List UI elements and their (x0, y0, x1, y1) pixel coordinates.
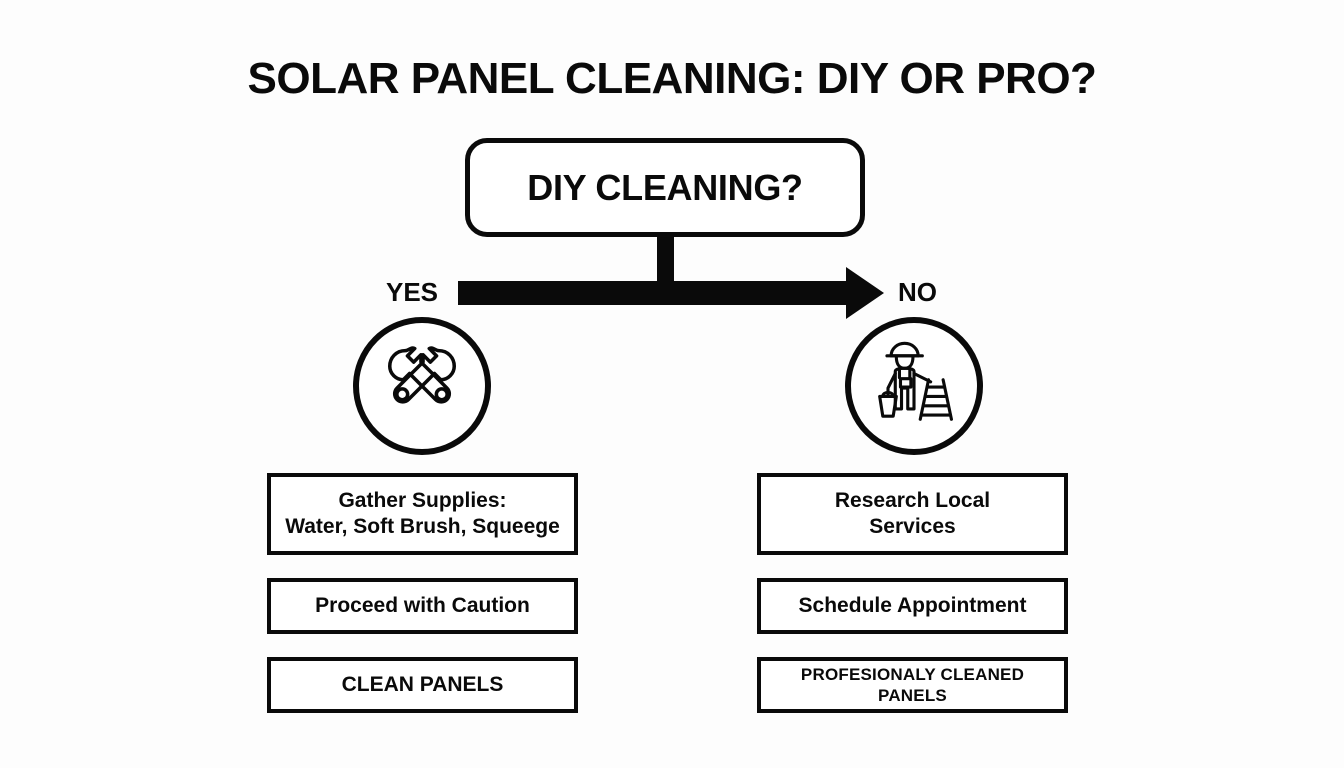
left-step-3-text: CLEAN PANELS (341, 672, 504, 696)
decision-node-label: DIY CLEANING? (527, 166, 803, 208)
left-step-box-2[interactable]: Proceed with Caution (267, 578, 578, 634)
left-step-2-text: Proceed with Caution (315, 593, 530, 617)
crossed-wrenches-glyph (387, 346, 457, 404)
worker-with-ladder-glyph (878, 341, 953, 421)
crossed-wrenches-icon (353, 317, 491, 455)
left-step-1-line2: Water, Soft Brush, Squeege (285, 515, 560, 538)
right-step-box-3[interactable]: PROFESIONALY CLEANED PANELS (757, 657, 1068, 713)
connector-stem (657, 237, 674, 285)
branch-label-no: NO (898, 277, 937, 307)
left-step-1-text: Gather Supplies: Water, Soft Brush, Sque… (285, 488, 560, 541)
left-step-box-3[interactable]: CLEAN PANELS (267, 657, 578, 713)
right-step-1-line2: Services (869, 515, 956, 538)
connector-arrowhead-icon (846, 267, 884, 319)
right-step-2-text: Schedule Appointment (798, 593, 1027, 617)
connector-horizontal-bar (458, 281, 858, 305)
page-title: SOLAR PANEL CLEANING: DIY OR PRO? (247, 54, 1097, 103)
right-step-1-text: Research Local Services (835, 488, 990, 541)
right-step-box-1[interactable]: Research Local Services (757, 473, 1068, 555)
right-step-box-2[interactable]: Schedule Appointment (757, 578, 1068, 634)
right-step-3-text: PROFESIONALY CLEANED PANELS (800, 664, 1025, 705)
decision-node-diy-cleaning[interactable]: DIY CLEANING? (465, 138, 865, 237)
right-step-1-line1: Research Local (834, 488, 991, 512)
left-step-1-line1: Gather Supplies: (338, 488, 507, 512)
worker-with-ladder-icon (845, 317, 983, 455)
branch-label-yes: YES (386, 277, 439, 307)
left-step-box-1[interactable]: Gather Supplies: Water, Soft Brush, Sque… (267, 473, 578, 555)
